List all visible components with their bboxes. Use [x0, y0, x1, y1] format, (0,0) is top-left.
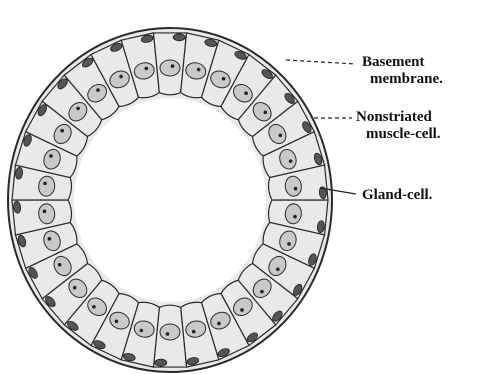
nucleolus [96, 88, 100, 92]
label-basement-membrane: Basement membrane. [286, 54, 443, 87]
muscle-label-line2: muscle-cell. [366, 126, 441, 142]
nucleolus [49, 154, 53, 158]
nucleolus [144, 67, 148, 71]
nucleolus [293, 215, 297, 219]
muscle-cell-nucleus [173, 34, 185, 41]
gland-cell-nucleus [160, 324, 180, 340]
nucleolus [60, 129, 64, 133]
nucleolus [264, 111, 268, 115]
nucleolus [287, 242, 291, 246]
nucleolus [289, 159, 293, 163]
nucleolus [222, 77, 226, 81]
nucleolus [48, 237, 52, 241]
label-gland-cell: Gland-cell. [320, 187, 433, 203]
nucleolus [217, 322, 221, 326]
nucleolus [43, 210, 47, 214]
nucleolus [73, 286, 77, 290]
label-nonstriated-muscle-cell: Nonstriated muscle-cell. [314, 109, 441, 142]
nucleolus [119, 75, 123, 79]
nucleolus [76, 107, 80, 111]
acinus-cross-section [8, 28, 332, 372]
nucleolus [171, 64, 175, 68]
muscle-label-line1: Nonstriated [356, 109, 432, 125]
nucleolus [140, 329, 144, 333]
nucleolus [58, 263, 62, 267]
nucleolus [279, 134, 283, 138]
nucleolus [197, 68, 201, 72]
nucleolus [166, 332, 170, 336]
basement-label-line2: membrane. [370, 71, 443, 87]
nucleolus [92, 305, 96, 309]
nucleolus [276, 268, 280, 272]
nucleolus [192, 330, 196, 334]
nucleolus [244, 91, 248, 95]
nucleolus [115, 320, 119, 324]
gland-label: Gland-cell. [362, 187, 433, 203]
nucleolus [43, 182, 47, 186]
nucleolus [240, 308, 244, 312]
muscle-cell-nucleus [155, 359, 167, 366]
basement-label-line1: Basement [362, 54, 425, 70]
nucleolus [294, 187, 298, 191]
lumen [74, 98, 266, 302]
basement-leader-line [286, 60, 356, 64]
gland-cell-nucleus [160, 60, 180, 76]
nucleolus [260, 290, 264, 294]
